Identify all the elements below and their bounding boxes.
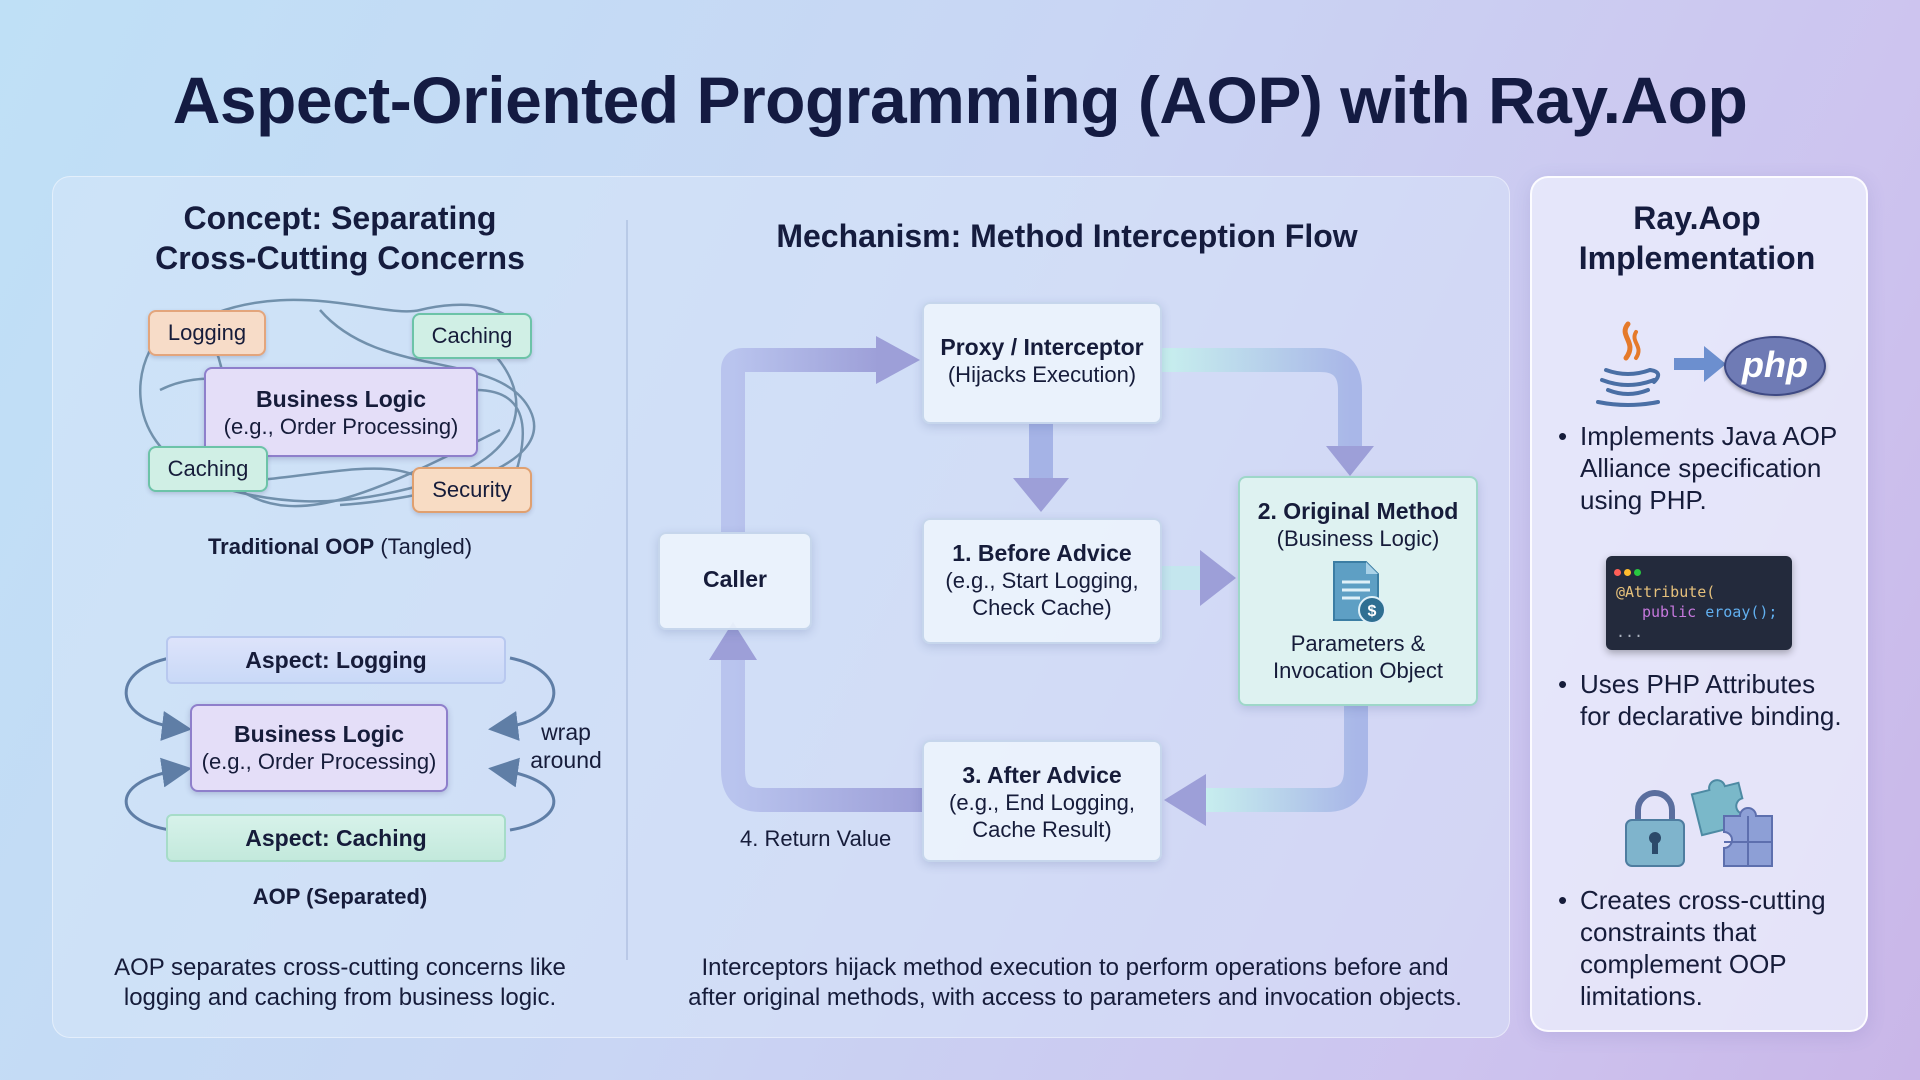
bullet2-line2: for declarative binding. <box>1580 701 1842 731</box>
padlock-icon <box>1625 790 1685 867</box>
caller-label: Caller <box>703 566 767 592</box>
bullet-dot: • <box>1558 421 1568 451</box>
concept-description: AOP separates cross-cutting concerns lik… <box>80 953 600 1013</box>
concept-heading-line1: Concept: Separating <box>183 200 497 236</box>
java-coffee-cup-icon <box>1596 321 1661 407</box>
code-line-3: ... <box>1616 623 1644 641</box>
wrap-label-line1: wrap <box>541 719 591 745</box>
impl-bullet-3: • Creates cross-cutting constraints that… <box>1558 884 1850 1012</box>
traditional-oop-caption: Traditional OOP (Tangled) <box>140 534 540 560</box>
original-title: 2. Original Method <box>1257 498 1459 524</box>
tangled-business-logic: Business Logic (e.g., Order Processing) <box>204 367 478 457</box>
concept-desc-line1: AOP separates cross-cutting concerns lik… <box>114 954 566 981</box>
bullet2-line1: Uses PHP Attributes <box>1580 669 1816 699</box>
mechanism-heading: Mechanism: Method Interception Flow <box>776 218 1358 254</box>
after-advice-node: 3. After Advice (e.g., End Logging, Cach… <box>922 740 1162 862</box>
proxy-title: Proxy / Interceptor <box>940 334 1144 360</box>
document-dollar-icon: $ <box>1333 561 1386 624</box>
arrow-right-icon <box>1674 346 1726 382</box>
traditional-oop-caption-rest: (Tangled) <box>374 534 473 559</box>
concept-heading-line2: Cross-Cutting Concerns <box>155 240 525 276</box>
traditional-oop-caption-bold: Traditional OOP <box>207 534 375 559</box>
tag-caching-bottom: Caching <box>148 446 268 492</box>
aspect-logging-slab: Aspect: Logging <box>166 636 506 684</box>
php-logo: php <box>1724 336 1826 396</box>
separated-business-sub: (e.g., Order Processing) <box>201 749 437 774</box>
after-sub2: Cache Result) <box>972 817 1112 842</box>
mechanism-desc-line1: Interceptors hijack method execution to … <box>701 954 1449 981</box>
proxy-interceptor-node: Proxy / Interceptor (Hijacks Execution) <box>922 302 1162 424</box>
impl-bullet-1: • Implements Java AOP Alliance specifica… <box>1558 420 1850 516</box>
bullet3-line1: Creates cross-cutting <box>1580 885 1826 915</box>
puzzle-pieces-icon <box>1690 779 1773 867</box>
concept-desc-line2: logging and caching from business logic. <box>123 984 557 1011</box>
before-sub2: Check Cache) <box>972 595 1112 620</box>
separated-business-title: Business Logic <box>234 721 404 747</box>
separated-business-logic: Business Logic (e.g., Order Processing) <box>190 704 448 792</box>
wrap-around-label: wrap around <box>528 718 604 774</box>
aspect-caching-slab: Aspect: Caching <box>166 814 506 862</box>
tag-security: Security <box>412 467 532 513</box>
params-line2: Invocation Object <box>1273 658 1443 683</box>
caller-node: Caller <box>658 532 812 630</box>
bullet1-line2: Alliance specification <box>1580 453 1822 483</box>
mechanism-description: Interceptors hijack method execution to … <box>650 953 1500 1013</box>
svg-text:$: $ <box>1368 603 1377 620</box>
implementation-heading: Ray.Aop Implementation <box>1540 198 1854 278</box>
window-controls <box>1614 563 1641 581</box>
interception-flow-arrows <box>709 336 1374 826</box>
tag-caching-top: Caching <box>412 313 532 359</box>
bullet3-line2: constraints that <box>1580 917 1757 947</box>
params-line1: Parameters & <box>1290 631 1426 656</box>
bullet1-line1: Implements Java AOP <box>1580 421 1838 451</box>
bullet3-line4: limitations. <box>1580 981 1703 1011</box>
before-sub1: (e.g., Start Logging, <box>945 568 1139 593</box>
tag-logging: Logging <box>148 310 266 356</box>
tangled-business-sub: (e.g., Order Processing) <box>223 414 459 439</box>
bullet-dot: • <box>1558 885 1568 915</box>
bullet-dot: • <box>1558 669 1568 699</box>
impl-heading-line2: Implementation <box>1578 240 1816 276</box>
code-line-2-function: eroay(); <box>1705 603 1778 621</box>
tangled-business-title: Business Logic <box>256 386 426 412</box>
impl-heading-line1: Ray.Aop <box>1633 200 1761 236</box>
wrap-label-line2: around <box>530 747 602 773</box>
before-title: 1. Before Advice <box>952 540 1132 566</box>
code-line-2-keyword: public <box>1642 603 1697 621</box>
bullet3-line3: complement OOP <box>1580 949 1787 979</box>
wrap-around-arrows <box>124 656 556 832</box>
bullet1-line3: using PHP. <box>1580 485 1707 515</box>
panel-divider <box>626 220 628 960</box>
original-method-node: 2. Original Method (Business Logic) $ Pa… <box>1238 476 1478 706</box>
page-title: Aspect-Oriented Programming (AOP) with R… <box>172 63 1748 137</box>
impl-bullet-2: • Uses PHP Attributes for declarative bi… <box>1558 668 1860 732</box>
after-title: 3. After Advice <box>962 762 1122 788</box>
original-sub: (Business Logic) <box>1276 526 1440 551</box>
aop-separated-caption: AOP (Separated) <box>252 884 428 909</box>
before-advice-node: 1. Before Advice (e.g., Start Logging, C… <box>922 518 1162 644</box>
mechanism-desc-line2: after original methods, with access to p… <box>688 984 1462 1011</box>
proxy-sub: (Hijacks Execution) <box>947 362 1137 387</box>
code-line-1: @Attribute( <box>1616 583 1716 601</box>
after-sub1: (e.g., End Logging, <box>949 790 1135 815</box>
code-snippet-window: @Attribute( public eroay(); ... <box>1606 556 1792 650</box>
concept-heading: Concept: Separating Cross-Cutting Concer… <box>90 198 590 278</box>
return-value-label: 4. Return Value <box>740 826 892 851</box>
